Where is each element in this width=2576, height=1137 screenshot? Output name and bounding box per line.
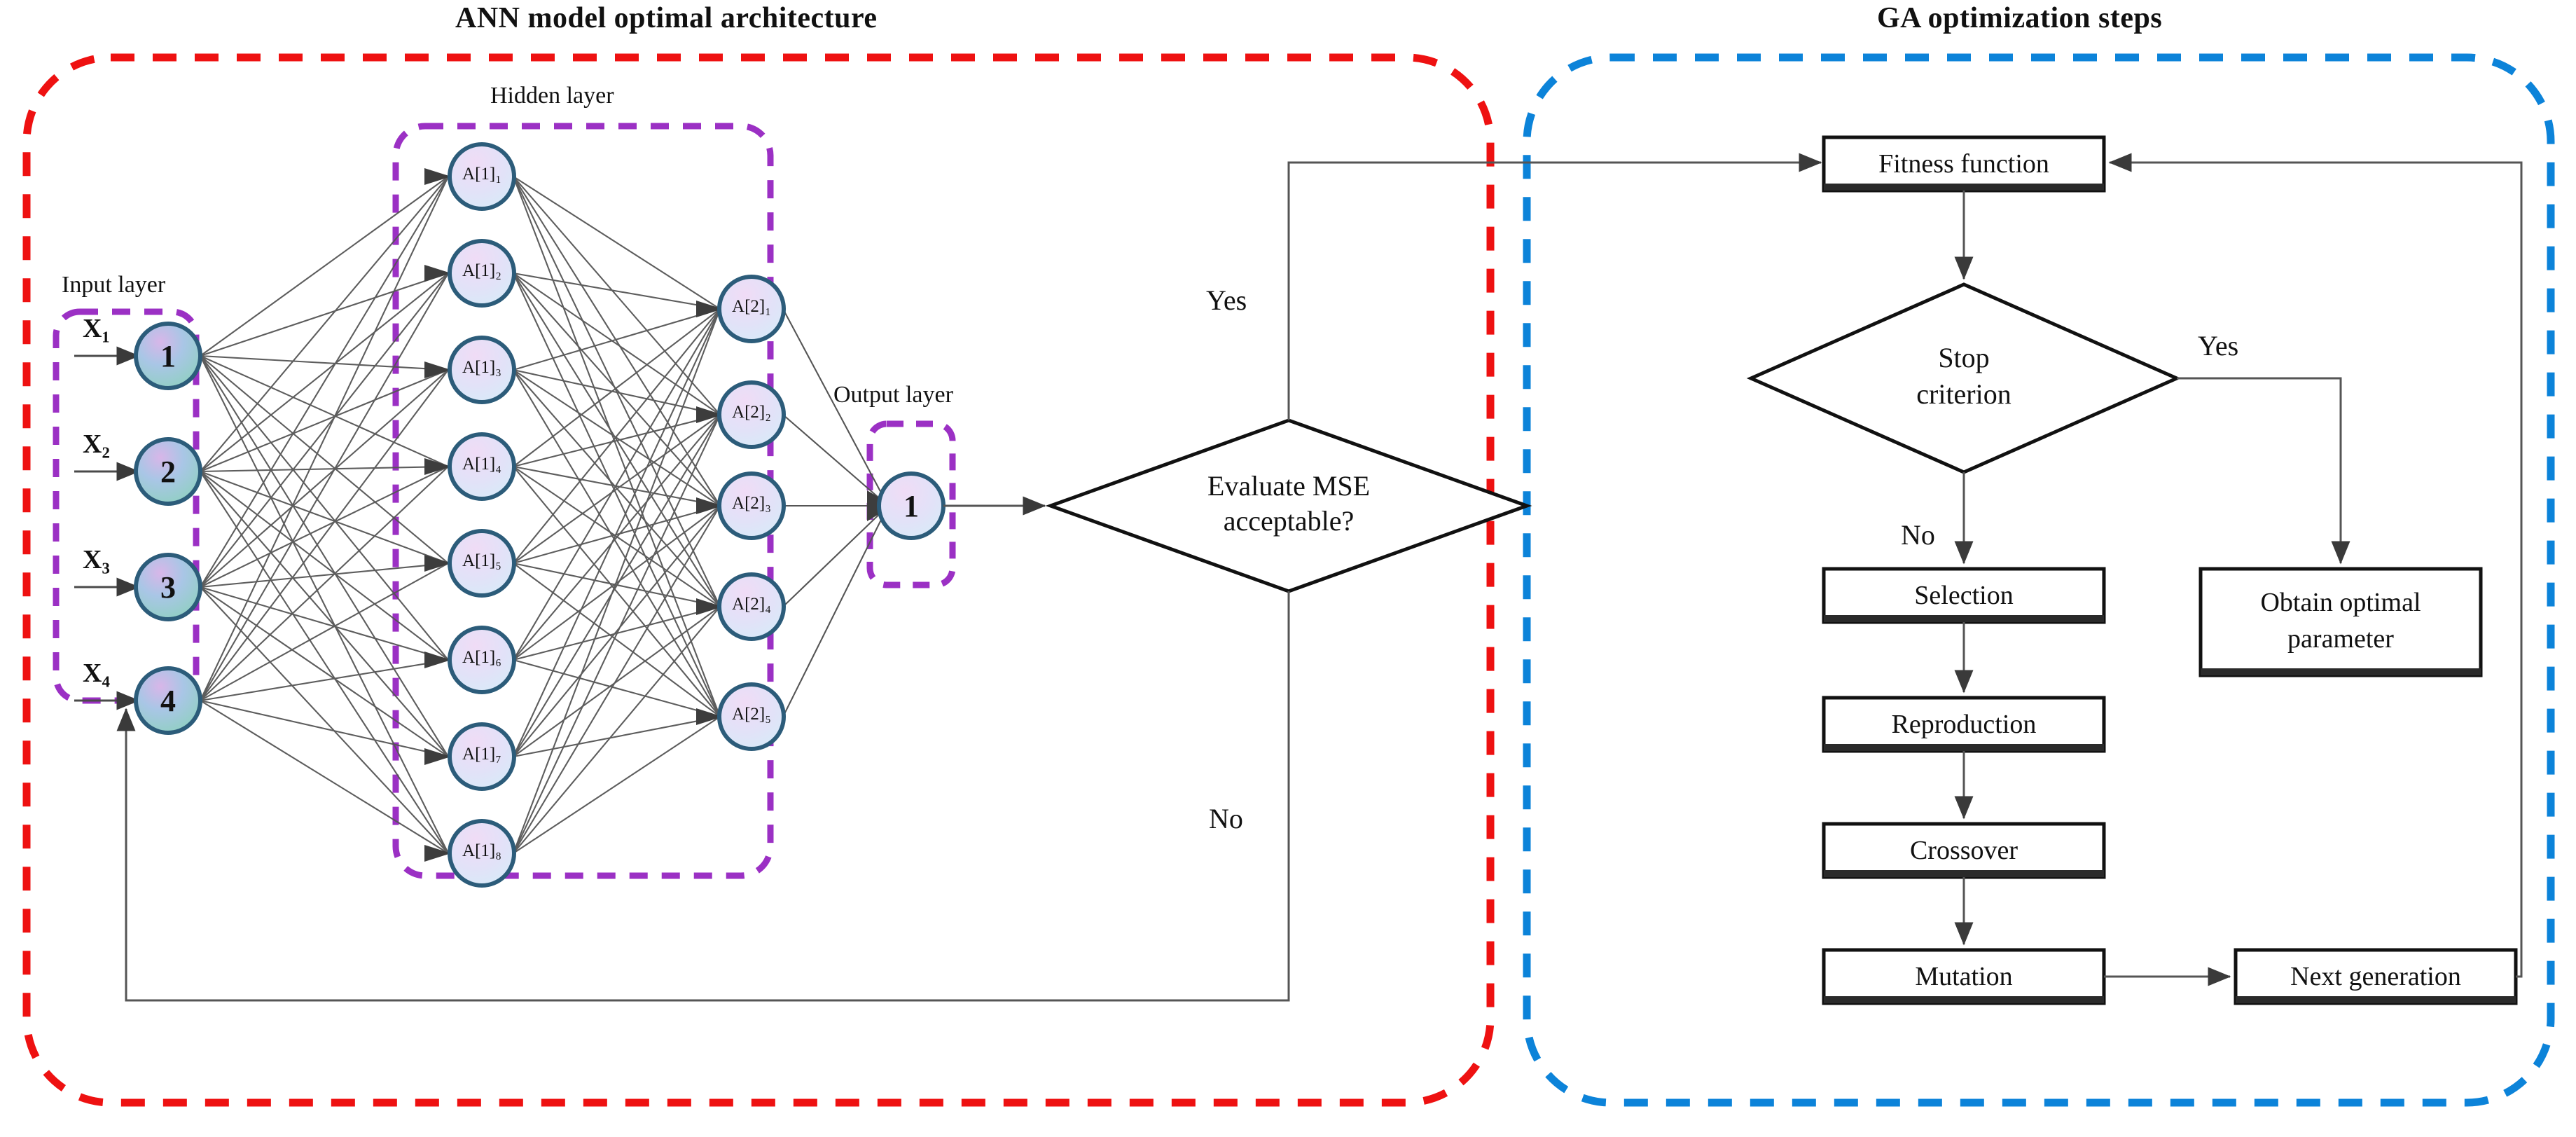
- output-layer-label: Output layer: [833, 382, 953, 408]
- ga-connectors: [1954, 153, 2523, 986]
- ga-panel-border: [1523, 53, 2555, 1107]
- stop-criterion-no-label: No: [1901, 519, 1935, 551]
- ga-box-fitness-function: Fitness function: [1878, 149, 2049, 179]
- input-signal-arrows: [74, 346, 140, 710]
- hidden-layer2-nodes: [717, 275, 786, 751]
- evaluate-mse-decision-shape: [1045, 418, 1532, 593]
- mse-yes-label: Yes: [1206, 284, 1247, 316]
- hidden1-input-arrowheads: [424, 168, 451, 862]
- ga-box-selection: Selection: [1914, 580, 2014, 610]
- mse-no-label: No: [1209, 803, 1243, 834]
- ga-box-obtain-optimal-parameter-line1: Obtain optimal: [2260, 587, 2421, 617]
- input-layer-label: Input layer: [62, 272, 166, 298]
- evaluate-mse-decision-line2: acceptable?: [1223, 504, 1355, 537]
- evaluate-mse-decision-line1: Evaluate MSE: [1207, 469, 1371, 502]
- hidden-layer-group-border: [392, 123, 774, 879]
- ga-box-crossover: Crossover: [1909, 835, 2018, 865]
- ga-box-obtain-optimal-parameter-line2: parameter: [2287, 623, 2394, 654]
- stop-criterion-yes-label: Yes: [2198, 330, 2239, 361]
- stop-criterion-line1: Stop: [1938, 341, 1990, 373]
- hidden2-input-arrowheads: [696, 301, 723, 725]
- input-signal-label-x2: X₂: [83, 429, 110, 459]
- ann-panel-border: [22, 53, 1495, 1107]
- hidden-layer-label: Hidden layer: [490, 83, 614, 109]
- output-layer-nodes: [877, 471, 946, 540]
- hidden-layer1-nodes: [448, 142, 516, 888]
- edges-hidden1-to-hidden2: [513, 176, 721, 854]
- input-signal-label-x1: X₁: [83, 314, 110, 343]
- mse-yes-branch-path: [1287, 153, 1822, 420]
- ga-panel-title: GA optimization steps: [1877, 2, 2163, 34]
- input-signal-label-x4: X₄: [83, 659, 110, 688]
- input-layer-nodes: [134, 322, 202, 735]
- ga-box-next-generation: Next generation: [2290, 961, 2461, 991]
- ga-box-reproduction: Reproduction: [1891, 709, 2037, 739]
- stop-criterion-line2: criterion: [1916, 378, 2011, 410]
- ga-box-mutation: Mutation: [1915, 961, 2013, 991]
- ann-panel-title: ANN model optimal architecture: [455, 2, 878, 34]
- mse-no-branch-path: [116, 591, 1290, 1002]
- edges-input-to-hidden1: [200, 176, 449, 854]
- input-signal-label-x3: X₃: [83, 545, 110, 574]
